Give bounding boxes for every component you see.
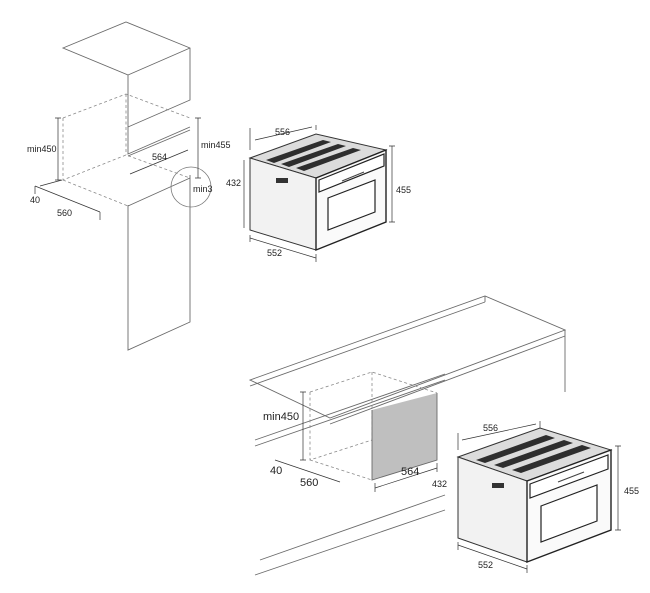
counter-cabinet bbox=[248, 295, 567, 576]
oven-top-front-width-label: 552 bbox=[267, 248, 282, 258]
tall-cabinet bbox=[34, 21, 212, 351]
oven-top-depth-label: 432 bbox=[226, 178, 241, 188]
oven-bottom-width-label: 556 bbox=[483, 423, 498, 433]
oven-bottom-height-label: 455 bbox=[624, 486, 639, 496]
tall-cabinet-width-label: 564 bbox=[152, 152, 167, 162]
counter-cabinet-side-label: 432 bbox=[432, 479, 447, 489]
counter-cabinet-offset-label: 40 bbox=[270, 465, 282, 477]
tall-cabinet-gap-label: min3 bbox=[193, 184, 213, 194]
counter-cabinet-depth-label: 560 bbox=[300, 477, 318, 489]
tall-cabinet-opening-label: min455 bbox=[201, 140, 231, 150]
oven-top-view bbox=[243, 125, 395, 262]
oven-top-height-label: 455 bbox=[396, 185, 411, 195]
oven-bottom-front-width-label: 552 bbox=[478, 560, 493, 570]
oven-top-width-label: 556 bbox=[275, 127, 290, 137]
counter-cabinet-height-label: min450 bbox=[263, 411, 299, 423]
tall-cabinet-height-label: min450 bbox=[27, 144, 57, 154]
counter-cabinet-width-label: 564 bbox=[401, 466, 419, 478]
tall-cabinet-depth-label: 560 bbox=[57, 208, 72, 218]
tall-cabinet-offset-label: 40 bbox=[30, 195, 40, 205]
oven-bottom-view bbox=[456, 421, 621, 573]
